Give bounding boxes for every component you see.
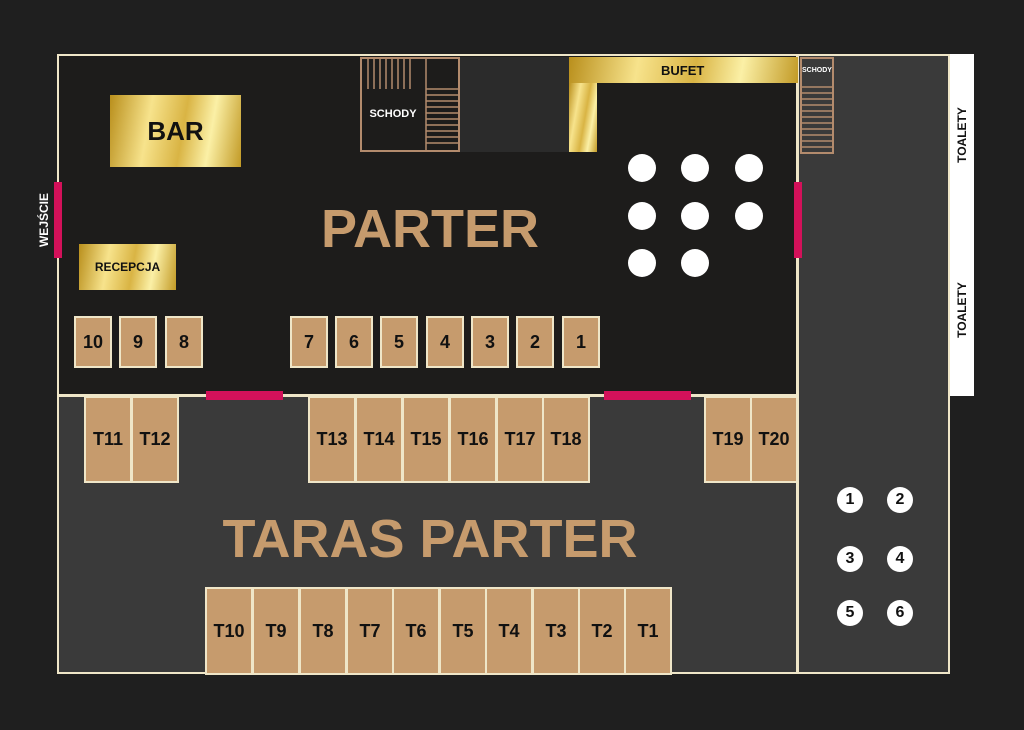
entrance-door[interactable]: [54, 182, 62, 258]
table-10[interactable]: 10: [74, 316, 112, 368]
terrace-title: TARAS PARTER: [222, 509, 638, 569]
standing-table[interactable]: [628, 202, 656, 230]
buffet-counter-side: [569, 83, 597, 152]
standing-table[interactable]: [628, 154, 656, 182]
table-6[interactable]: 6: [335, 316, 373, 368]
standing-table[interactable]: [681, 202, 709, 230]
table-t13[interactable]: T13: [308, 396, 356, 483]
stairs-small-steps-icon: [802, 86, 832, 148]
service-area: [460, 57, 569, 152]
standing-table[interactable]: [681, 154, 709, 182]
standing-table[interactable]: [681, 249, 709, 277]
table-t2[interactable]: T2: [578, 587, 626, 675]
spot-3[interactable]: 3: [837, 546, 863, 572]
table-8[interactable]: 8: [165, 316, 203, 368]
table-t4[interactable]: T4: [485, 587, 533, 675]
table-t8[interactable]: T8: [299, 587, 347, 675]
table-t9[interactable]: T9: [252, 587, 300, 675]
standing-table[interactable]: [735, 154, 763, 182]
table-7[interactable]: 7: [290, 316, 328, 368]
bar-counter: BAR: [110, 95, 241, 167]
standing-table[interactable]: [628, 249, 656, 277]
bar-label: BAR: [147, 115, 204, 146]
stairs-label: SCHODY: [369, 108, 417, 120]
terrace-door-left[interactable]: [206, 391, 283, 400]
table-t12[interactable]: T12: [131, 396, 179, 483]
table-t19[interactable]: T19: [704, 396, 752, 483]
table-t5[interactable]: T5: [439, 587, 487, 675]
table-t10[interactable]: T10: [205, 587, 253, 675]
table-t7[interactable]: T7: [346, 587, 394, 675]
toilets-strip: [950, 54, 974, 396]
table-1[interactable]: 1: [562, 316, 600, 368]
stairs-small: [800, 57, 834, 154]
table-3[interactable]: 3: [471, 316, 509, 368]
side-door[interactable]: [794, 182, 802, 258]
table-t6[interactable]: T6: [392, 587, 440, 675]
table-5[interactable]: 5: [380, 316, 418, 368]
table-t3[interactable]: T3: [532, 587, 580, 675]
buffet-counter: BUFET: [569, 57, 798, 83]
parter-title: PARTER: [320, 199, 539, 259]
table-t16[interactable]: T16: [449, 396, 497, 483]
stairs-small-label: SCHODY: [802, 67, 832, 74]
spot-6[interactable]: 6: [887, 600, 913, 626]
toilets-label-top: TOALETY: [955, 107, 969, 163]
table-t1[interactable]: T1: [624, 587, 672, 675]
toilets-label-bottom: TOALETY: [955, 282, 969, 338]
standing-table[interactable]: [735, 202, 763, 230]
buffet-label: BUFET: [661, 62, 705, 78]
table-t18[interactable]: T18: [542, 396, 590, 483]
stairs: [360, 57, 460, 152]
table-t11[interactable]: T11: [84, 396, 132, 483]
side-corridor: [797, 54, 950, 674]
terrace-door-right[interactable]: [604, 391, 691, 400]
spot-2[interactable]: 2: [887, 487, 913, 513]
table-4[interactable]: 4: [426, 316, 464, 368]
table-t14[interactable]: T14: [355, 396, 403, 483]
entrance-label: WEJŚCIE: [37, 193, 51, 248]
table-9[interactable]: 9: [119, 316, 157, 368]
table-t17[interactable]: T17: [496, 396, 544, 483]
table-2[interactable]: 2: [516, 316, 554, 368]
spot-5[interactable]: 5: [837, 600, 863, 626]
spot-4[interactable]: 4: [887, 546, 913, 572]
table-t20[interactable]: T20: [750, 396, 798, 483]
stairs-steps-icon: [367, 59, 458, 150]
table-t15[interactable]: T15: [402, 396, 450, 483]
reception-desk: RECEPCJA: [79, 244, 176, 290]
reception-label: RECEPCJA: [94, 260, 161, 274]
spot-1[interactable]: 1: [837, 487, 863, 513]
